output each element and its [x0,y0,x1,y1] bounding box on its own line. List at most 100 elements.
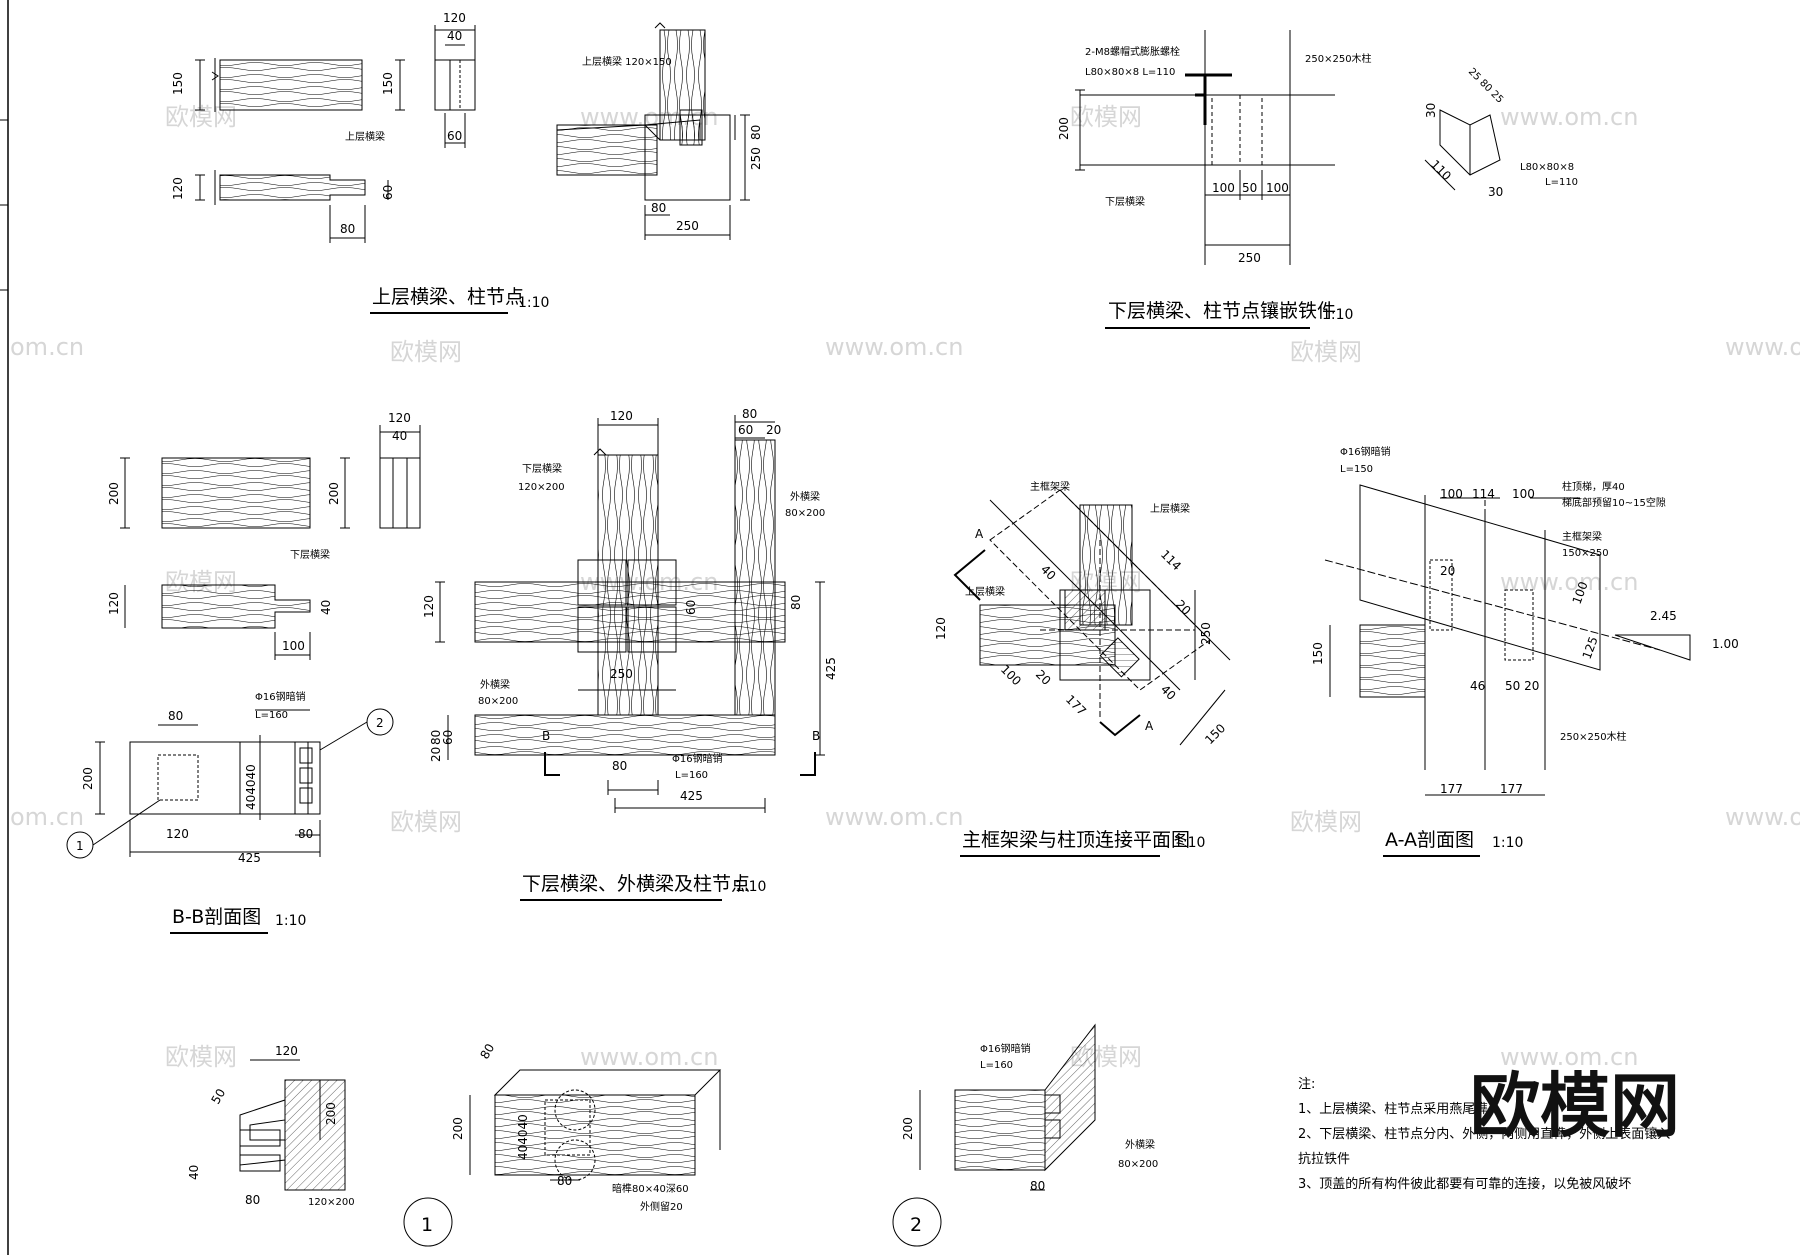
label-outer-beam-size: 80×200 [478,696,518,707]
dim-30: 30 [1488,185,1503,199]
label-upper-beam: 上层横梁 [1150,502,1190,515]
dim-125: 125 [1580,635,1601,661]
dim-80: 80 [168,709,183,723]
dim-120: 120 [171,177,185,200]
label-upper-beam-size: 上层横梁 120×150 [582,55,672,68]
label-size-250col: 250×250木柱 [1560,730,1627,743]
watermark-url-cut: om.cn [10,803,84,831]
dim-60: 60 [441,730,455,745]
note-2b: 抗拉铁件 [1298,1152,1350,1167]
title-bb: B-B剖面图 [172,906,261,928]
detail-2-drawing [892,1023,1096,1247]
aa-section-labels: Φ16钢暗销 L=150 100 114 100 柱顶梯，厚40 梯底部预留10… [1311,445,1739,851]
dim-150: 150 [1202,721,1228,747]
scale-main-frame: 1:10 [1174,835,1205,851]
dim-60: 60 [684,600,698,615]
dim-40: 40 [447,29,462,43]
watermark-brand: 欧模网 [390,808,462,836]
detail-1-labels: 120 200 50 40 80 120×200 80 200 404040 8… [187,1041,689,1236]
watermark-brand: 欧模网 [390,338,462,366]
label-pin-len160: L=160 [980,1060,1013,1071]
label-angle2: L80×80×8 [1520,162,1574,173]
dim-100: 100 [1512,487,1535,501]
lower-embed-labels: 2-M8螺帽式膨胀螺栓 L80×80×8 L=110 250×250木柱 200… [1057,45,1578,323]
dim-80: 80 [557,1174,572,1188]
dim-50: 50 [208,1086,228,1106]
label-pin-len150: L=150 [1340,464,1373,475]
watermark-url: www.om.cn [1500,1043,1638,1071]
label-lower-beam: 下层横梁 [1105,195,1145,208]
detail-1-drawing [239,1059,722,1247]
title-main-frame: 主框架梁与柱顶连接平面图 [962,829,1190,851]
dim-425: 425 [824,657,838,680]
label-steel-pin: Φ16钢暗销 [1340,445,1391,458]
dim-40: 40 [187,1165,201,1180]
dim-110: 110 [1428,157,1454,183]
scale-upper-node: 1:10 [518,295,549,311]
dim-80: 80 [651,201,666,215]
dim-20: 20 [429,747,443,762]
watermark-url: www.om.cn [580,1043,718,1071]
watermark-url: www.om.cn [1725,803,1800,831]
label-col250: 250×250木柱 [1305,52,1372,65]
watermark-url: www.om.cn [1500,103,1638,131]
marker-A: A [975,527,984,541]
marker-B: B [812,729,820,743]
note-3: 3、顶盖的所有构件彼此都要有可靠的连接，以免被风破坏 [1298,1176,1631,1192]
watermark-brand: 欧模网 [1290,808,1362,836]
marker-circle-2: 2 [910,1214,922,1236]
label-outer-beam: 外横梁 [480,678,510,691]
label-steel-pin: Φ16钢暗销 [255,690,306,703]
dim-20: 20 [1173,597,1194,618]
label-outer-beam-size: 80×200 [1118,1159,1158,1170]
bb-section-labels: 80 Φ16钢暗销 L=160 200 404040 120 80 425 1 … [76,690,384,929]
label-lower-beam-size: 120×200 [518,482,565,493]
dim-425: 425 [238,851,261,865]
dim-80: 80 [749,125,763,140]
dim-100: 100 [1266,181,1289,195]
label-outer-beam-size: 80×200 [785,508,825,519]
dim-200: 200 [107,482,121,505]
dim-60: 60 [381,185,395,200]
label-tenon: 暗榫80×40深60 [612,1182,689,1195]
bb-section-drawing [66,708,394,859]
label-steel-pin: Φ16钢暗销 [672,752,723,765]
dim-120: 120 [422,595,436,618]
dim-250: 250 [1199,622,1213,645]
marker-A: A [1145,719,1154,733]
aa-section-drawing [1324,484,1691,796]
marker-1: 1 [76,839,84,853]
dim-80: 80 [1030,1179,1045,1193]
dim-120: 120 [610,409,633,423]
dim-177: 177 [1063,692,1089,718]
label-outer-beam: 外横梁 [1125,1138,1155,1151]
dim-80: 80 [298,827,313,841]
title-lower-outer: 下层横梁、外横梁及柱节点 [522,873,750,895]
dim-100: 100 [1212,181,1235,195]
scale-aa: 1:10 [1492,835,1523,851]
dim-100: 100 [282,639,305,653]
dim-250: 250 [749,147,763,170]
dim-177: 177 [1440,782,1463,796]
lower-outer-drawing [435,415,825,813]
dim-404040: 404040 [516,1114,530,1160]
dim-80: 80 [612,759,627,773]
label-main-beam: 主框架梁 [1030,480,1070,493]
note-2: 2、下层横梁、柱节点分内、外侧，内侧用直榫，外侧上表面镶入 [1298,1126,1670,1142]
label-outer-slot: 外侧留20 [640,1200,683,1213]
dim-114: 114 [1472,487,1495,501]
dim-404040: 404040 [244,764,258,810]
dim-177: 177 [1500,782,1523,796]
marker-circle-1: 1 [421,1214,433,1236]
label-pin-len160: L=160 [255,710,288,721]
label-col-top-gap: 梯底部预留10~15空隙 [1562,496,1666,509]
dim-80: 80 [789,595,803,610]
dim-200: 200 [327,482,341,505]
label-angle: L80×80×8 L=110 [1085,67,1175,78]
dim-20: 20 [1440,564,1455,578]
dim-40: 40 [392,429,407,443]
dim-150: 150 [381,72,395,95]
dim-120: 120 [443,11,466,25]
dim-1-00: 1.00 [1712,637,1739,651]
